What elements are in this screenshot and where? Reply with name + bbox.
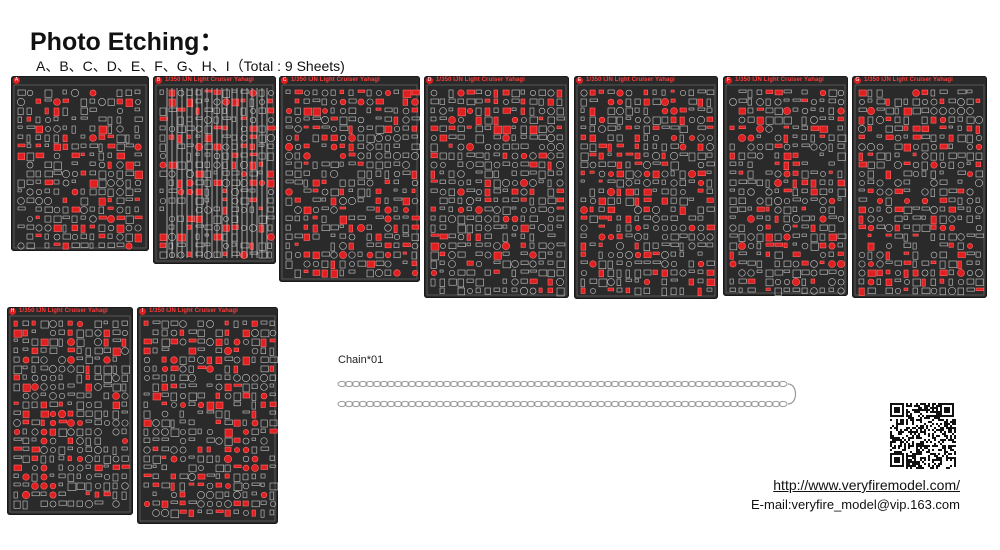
etching-sheet-f: F 1/350 IJN Light Cruiser Yahagi xyxy=(723,76,848,296)
chain-part xyxy=(337,380,797,408)
etching-parts xyxy=(854,84,985,296)
sheet-header-label: 1/350 IJN Light Cruiser Yahagi xyxy=(436,77,525,83)
sheet-header-label: 1/350 IJN Light Cruiser Yahagi xyxy=(19,308,108,314)
sheet-letter-badge: H xyxy=(9,308,16,315)
page-title: Photo Etching： xyxy=(30,28,225,56)
sheet-header-label: 1/350 IJN Light Cruiser Yahagi xyxy=(291,77,380,83)
etching-sheet-g: G 1/350 IJN Light Cruiser Yahagi xyxy=(852,76,987,298)
chain-label: Chain*01 xyxy=(338,354,384,366)
etching-parts xyxy=(9,315,131,513)
sheet-header-label: 1/350 IJN Light Cruiser Yahagi xyxy=(149,308,238,314)
sheet-letter-badge: E xyxy=(576,77,583,84)
sheet-letter-badge: F xyxy=(725,77,732,84)
etching-sheet-d: D 1/350 IJN Light Cruiser Yahagi xyxy=(424,76,569,298)
sheet-letter-badge: A xyxy=(13,77,20,84)
website-link[interactable]: http://www.veryfiremodel.com/ xyxy=(773,477,960,493)
sheet-header-label: 1/350 IJN Light Cruiser Yahagi xyxy=(165,77,254,83)
qr-code-icon xyxy=(890,403,956,469)
etching-sheet-h: H 1/350 IJN Light Cruiser Yahagi xyxy=(7,307,133,515)
sheet-letter-badge: C xyxy=(281,77,288,84)
etching-parts xyxy=(725,84,847,296)
etching-sheet-i: I 1/350 IJN Light Cruiser Yahagi xyxy=(137,307,278,524)
email-address: E-mail:veryfire_model@vip.163.com xyxy=(751,497,960,512)
sheet-letter-badge: B xyxy=(155,77,162,84)
etching-parts xyxy=(155,84,276,262)
sheet-letter-badge: D xyxy=(426,77,433,84)
etching-sheet-e: E 1/350 IJN Light Cruiser Yahagi xyxy=(574,76,718,299)
sheet-letter-badge: I xyxy=(139,308,146,315)
sheet-header-label: 1/350 IJN Light Cruiser Yahagi xyxy=(864,77,953,83)
sheet-letter-badge: G xyxy=(854,77,861,84)
etching-sheet-a: A xyxy=(11,76,149,251)
etching-parts xyxy=(281,84,420,280)
etching-sheet-c: C 1/350 IJN Light Cruiser Yahagi xyxy=(279,76,420,282)
etching-parts xyxy=(13,84,147,250)
etching-parts xyxy=(139,315,278,522)
etching-sheet-b: B 1/350 IJN Light Cruiser Yahagi xyxy=(153,76,276,264)
sheet-header-label: 1/350 IJN Light Cruiser Yahagi xyxy=(735,77,824,83)
sheet-list-subtitle: A、B、C、D、E、F、G、H、I（Total : 9 Sheets) xyxy=(36,58,345,74)
etching-parts xyxy=(576,84,716,297)
etching-parts xyxy=(426,84,567,297)
sheet-header-label: 1/350 IJN Light Cruiser Yahagi xyxy=(586,77,675,83)
